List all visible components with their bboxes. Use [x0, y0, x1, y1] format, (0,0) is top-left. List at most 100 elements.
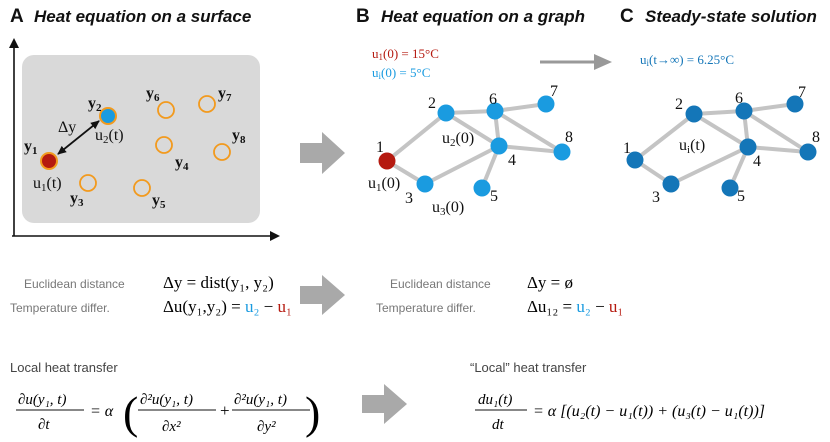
init-red-label: u1(0) = 15°C	[372, 46, 439, 62]
b-node-5	[473, 179, 491, 197]
right-dist-caption: Euclidean distance	[390, 277, 491, 291]
c-node-7	[786, 95, 804, 113]
b-edge-3-4	[424, 144, 500, 186]
label-y6: y6	[146, 85, 160, 104]
point-y5	[133, 179, 151, 197]
b-node-8	[553, 143, 571, 161]
panel-c-letter: C	[620, 6, 634, 27]
c-edge-1-2	[633, 112, 696, 162]
pde-paren-left: (	[123, 387, 138, 438]
point-y4	[155, 136, 173, 154]
label-y5: y5	[152, 192, 166, 211]
left-dist-caption: Euclidean distance	[24, 277, 125, 291]
c-node-label-8: 8	[812, 129, 820, 146]
point-y2	[99, 107, 117, 125]
c-edge-4-8	[747, 145, 809, 154]
pde-t1-num: ∂²u(y₁, t)	[140, 392, 193, 408]
b-edge-6-8	[493, 109, 564, 154]
point-y3	[79, 174, 97, 192]
b-edge-2-4	[444, 111, 501, 148]
graph-c-edges	[633, 102, 810, 189]
c-node-label-6: 6	[735, 90, 743, 107]
point-y7	[198, 95, 216, 113]
ode-equation: du₁(t) dt = α [(u₂(t) − u₁(t)) + (u₃(t) …	[475, 392, 765, 433]
b-label-u2-0: u2(0)	[442, 130, 474, 149]
surface-box	[22, 55, 260, 223]
b-edge-1-2	[385, 111, 448, 163]
c-node-label-2: 2	[675, 96, 683, 113]
b-node-label-5: 5	[490, 188, 498, 205]
bottom-row: Local heat transfer ∂u(y₁, t) ∂t = α ( ∂…	[10, 360, 765, 438]
point-y1	[40, 152, 58, 170]
b-node-7	[537, 95, 555, 113]
middle-row: Euclidean distance Temperature differ. Δ…	[10, 273, 623, 316]
left-dist-eq: Δy = dist(y₁, y₂)	[163, 273, 274, 292]
graph-b-nodes	[378, 95, 571, 197]
panel-a-title: Heat equation on a surface	[34, 7, 251, 26]
panel-c: C Steady-state solution ui(t→∞) = 6.25°C…	[620, 6, 820, 206]
init-blue-label: ui(0) = 5°C	[372, 65, 430, 81]
b-edge-4-8	[498, 144, 563, 154]
label-y2: y2	[88, 95, 102, 114]
pde-lhs-num: ∂u(y₁, t)	[18, 392, 66, 408]
panel-b-title: Heat equation on a graph	[381, 7, 585, 26]
left-temp-eq: Δu(y₁,y₂) = u₂ − u₁	[163, 297, 292, 316]
c-node-label-3: 3	[652, 189, 660, 206]
graph-c-nodes	[626, 95, 817, 197]
ode-lhs-den: dt	[492, 417, 505, 433]
panel-c-title: Steady-state solution	[645, 7, 817, 26]
arrow-b-to-c-head	[594, 54, 612, 70]
label-y1: y1	[24, 138, 38, 157]
label-u1-t: u1(t)	[33, 175, 62, 194]
panel-b-letter: B	[356, 6, 370, 27]
b-node-3	[416, 175, 434, 193]
b-edge-6-7	[494, 102, 547, 113]
panel-b: B Heat equation on a graph u1(0) = 15°C …	[356, 6, 585, 218]
c-edge-3-4	[670, 145, 749, 186]
graph-heat-title: “Local” heat transfer	[470, 360, 587, 375]
c-node-label-1: 1	[623, 140, 631, 157]
ode-lhs-num: du₁(t)	[478, 392, 512, 408]
pde-paren-right: )	[305, 387, 320, 438]
b-node-label-7: 7	[550, 83, 558, 100]
delta-y-label: Δy	[58, 119, 76, 136]
c-node-8	[799, 143, 817, 161]
c-node-label-5: 5	[737, 188, 745, 205]
b-node-6	[486, 102, 504, 120]
c-edge-6-7	[743, 102, 796, 113]
label-u2-t: u2(t)	[95, 127, 124, 146]
c-node-4	[739, 138, 757, 156]
pde-t2-den: ∂y²	[257, 419, 276, 435]
b-label-u3-0: u3(0)	[432, 199, 464, 218]
label-y3: y3	[70, 190, 84, 209]
c-node-5	[721, 179, 739, 197]
left-temp-caption: Temperature differ.	[10, 301, 110, 315]
panel-a-letter: A	[10, 6, 24, 27]
graph-b-edges	[385, 102, 564, 189]
c-node-label-7: 7	[798, 84, 806, 101]
b-node-label-4: 4	[508, 152, 516, 169]
delta-y-arrow	[57, 120, 100, 155]
point-y8	[213, 143, 231, 161]
b-label-u1-0: u1(0)	[368, 175, 400, 194]
c-edge-6-8	[742, 109, 810, 154]
ode-rhs: = α [(u₂(t) − u₁(t)) + (u₃(t) − u₁(t))]	[533, 403, 765, 420]
b-node-label-3: 3	[405, 190, 413, 207]
c-node-3	[662, 175, 680, 193]
c-node-1	[626, 151, 644, 169]
c-node-6	[735, 102, 753, 120]
c-node-label-4: 4	[753, 153, 761, 170]
pde-t1-den: ∂x²	[162, 419, 181, 435]
c-node-2	[685, 105, 703, 123]
point-y6	[157, 101, 175, 119]
label-y4: y4	[175, 154, 189, 173]
right-temp-eq: Δu₁₂ = u₂ − u₁	[527, 297, 623, 316]
pde-lhs-den: ∂t	[38, 417, 50, 433]
b-node-label-6: 6	[489, 91, 497, 108]
panel-a: A Heat equation on a surface Δy y1 y2 y3…	[9, 6, 280, 241]
right-temp-caption: Temperature differ.	[376, 301, 476, 315]
pde-t2-num: ∂²u(y₁, t)	[234, 392, 287, 408]
steady-label: ui(t→∞) = 6.25°C	[640, 52, 734, 68]
arrow-middle	[300, 275, 345, 315]
